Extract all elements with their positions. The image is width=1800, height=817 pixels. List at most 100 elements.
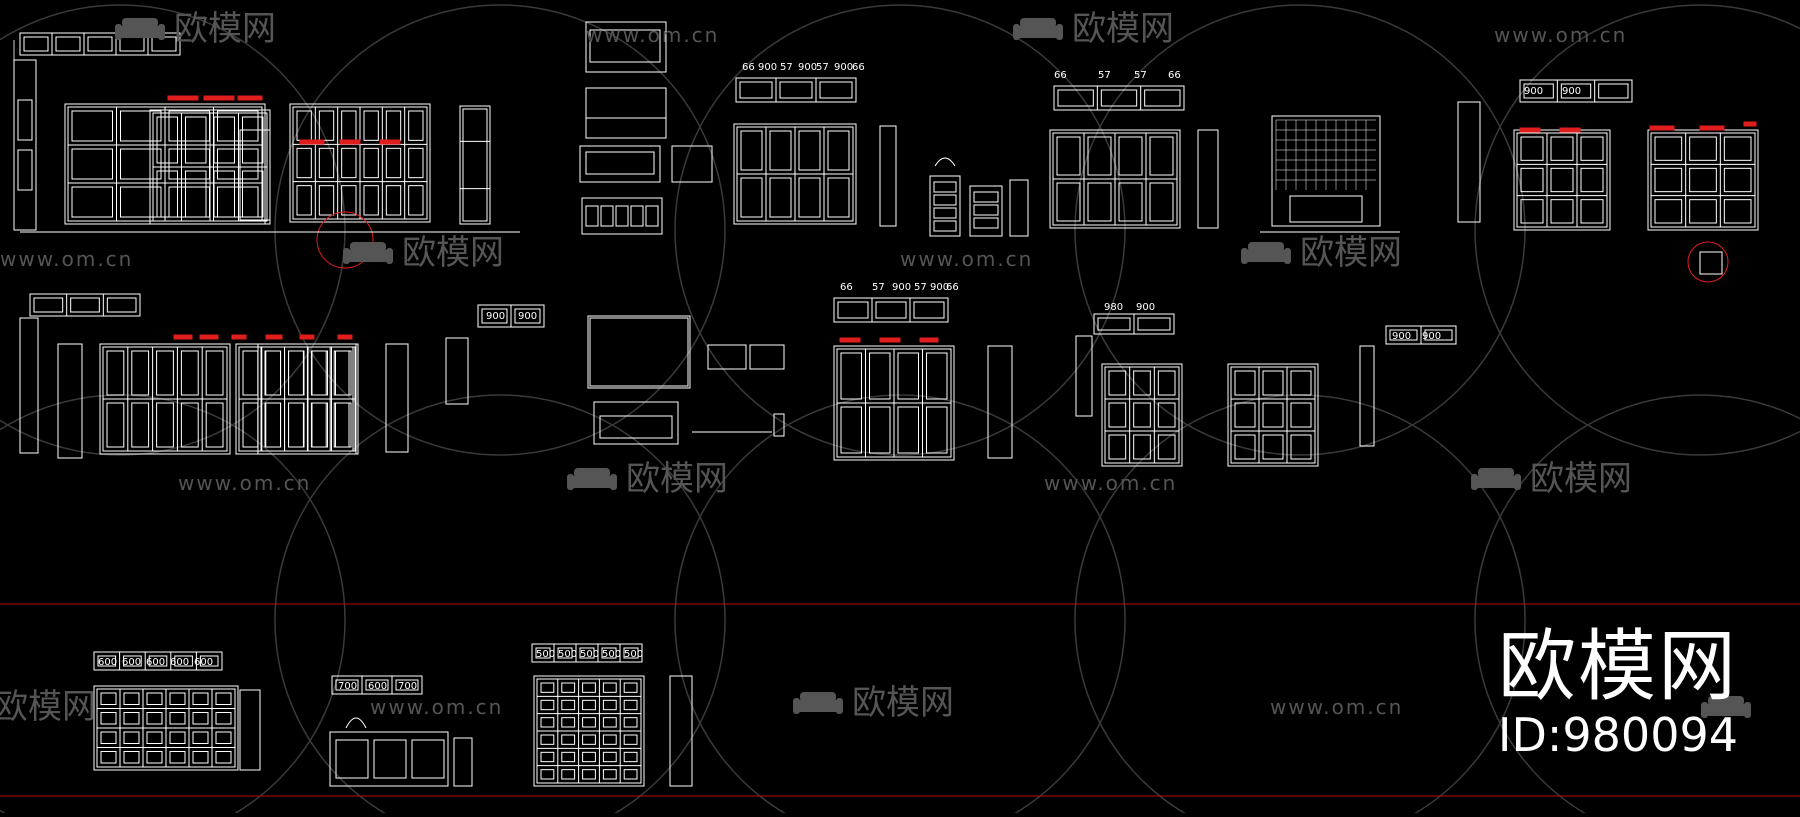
plan-row2-mid <box>833 297 949 323</box>
dimension-label: 900 <box>892 282 911 293</box>
cabinet-door-panel <box>582 734 596 745</box>
cabinet-door-panel <box>71 110 113 142</box>
watermark-url-text: www.om.cn <box>1044 471 1177 495</box>
cabinet-door-panel <box>1520 199 1544 224</box>
cabinet-door-panel <box>131 402 150 448</box>
sofa-arm-right <box>610 474 617 490</box>
cabinet-door-panel <box>106 402 125 448</box>
red-highlight <box>1559 127 1581 133</box>
sofa-seat <box>346 250 390 262</box>
shoe-cabinet-elevation <box>585 87 667 139</box>
cabinet-inner-frame <box>1230 366 1316 464</box>
plan-box-inner <box>1523 83 1554 99</box>
side-view <box>459 105 491 225</box>
sofa-arm-left <box>1471 474 1478 490</box>
sofa-back <box>1020 18 1056 28</box>
cabinet-door-panel <box>1723 167 1752 193</box>
cabinet-door-panel <box>217 110 259 142</box>
sofa-back <box>350 242 386 252</box>
red-highlight <box>379 139 401 145</box>
dimension-label: 980 <box>1104 302 1123 313</box>
red-highlight <box>1519 127 1541 133</box>
cabinet-door-panel <box>1723 136 1752 161</box>
plan-box-inner <box>148 655 168 667</box>
plan-box-inner <box>601 647 617 659</box>
plan-left-box <box>17 149 33 191</box>
cabinet-door-panel <box>333 402 350 448</box>
plan-bottom-b <box>331 675 423 695</box>
watermark-brand-text: 欧模网 <box>1072 9 1174 49</box>
dimension-label: 700 <box>338 681 357 692</box>
cabinet-door-panel <box>192 751 209 764</box>
plan-row2-l-side <box>445 337 469 405</box>
dimension-label: 66 <box>1054 70 1067 81</box>
red-highlight <box>1699 125 1725 131</box>
drawer <box>933 207 957 219</box>
watermark-url-text: www.om.cn <box>1494 23 1627 47</box>
cabinet-door-panel <box>582 699 596 711</box>
cabinet-door-panel <box>318 185 335 216</box>
bookshelf-bottom-c <box>533 675 645 787</box>
wardrobe-elevation-4 <box>1647 129 1759 231</box>
cabinet-door-panel <box>623 699 638 711</box>
cabinet-door-panel <box>798 130 821 171</box>
cabinet-door-panel <box>623 734 638 745</box>
sofa-logo-icon <box>793 692 843 714</box>
cabinet-inner-frame <box>1516 132 1608 228</box>
cabinet-door-panel <box>288 350 305 396</box>
cabinet-inner-frame <box>1650 132 1756 228</box>
cabinet-door-panel <box>540 769 555 780</box>
cabinet-door-panel <box>561 769 576 780</box>
wardrobe-row2-mid <box>833 345 955 461</box>
dimension-label: 500 <box>602 649 621 660</box>
cabinet-door-panel <box>840 352 862 400</box>
bookcase-plan <box>1053 85 1185 111</box>
cabinet-door-panel <box>192 692 209 705</box>
cabinet-door-panel <box>926 406 948 454</box>
cabinet-door-panel <box>123 692 140 705</box>
plan-box-inner <box>579 647 595 659</box>
plan-bottom-c <box>531 643 643 663</box>
watermark-url-text: www.om.cn <box>900 247 1033 271</box>
side-view-inner <box>462 108 488 222</box>
cabinet-door-panel <box>242 116 264 164</box>
sofa-seat <box>1474 476 1518 488</box>
cabinet-door-panel <box>561 751 576 763</box>
detail-callout-circle <box>316 211 374 269</box>
dimension-label: 900 <box>1524 86 1543 97</box>
cabinet-door-panel <box>1580 199 1604 224</box>
dimension-label: 500 <box>558 649 577 660</box>
plan-box-inner <box>335 679 359 691</box>
watermark-brand-text: 欧模网 <box>852 683 954 723</box>
cabinet-door-panel <box>296 185 312 216</box>
sofa-back <box>1478 468 1514 478</box>
plan-box-inner <box>557 647 573 659</box>
tv-cabinet-door <box>335 739 369 779</box>
dimension-label: 900 <box>930 282 949 293</box>
cabinet-door-panel <box>123 712 140 725</box>
cabinet-door-panel <box>311 402 328 448</box>
tv-cabinet <box>1289 195 1363 223</box>
shoe-cabinet-front <box>579 145 661 183</box>
drawer <box>973 191 999 203</box>
cabinet-door-panel <box>1108 402 1127 428</box>
red-highlight <box>839 337 861 343</box>
dimension-label: 57 <box>872 282 885 293</box>
cabinet-door-panel <box>561 734 576 745</box>
sofa-arm-right <box>836 698 843 714</box>
drawer <box>933 194 957 206</box>
plan-row2-right-side <box>1075 335 1093 417</box>
cabinet-door-panel <box>100 712 117 725</box>
cabinet-door-panel <box>623 717 638 728</box>
sofa-arm-right <box>1744 702 1751 718</box>
plan-box-inner <box>1100 89 1138 107</box>
vase-icon-2 <box>345 717 367 729</box>
cabinet-door-panel <box>1654 136 1683 161</box>
sofa-logo-icon <box>115 18 165 40</box>
plan-box-inner <box>70 297 100 313</box>
sofa-back <box>800 692 836 702</box>
bed-side-end <box>773 413 785 437</box>
bed-drawer <box>599 415 673 439</box>
sofa-logo-icon <box>1241 242 1291 264</box>
plan-bottom-a <box>93 651 223 671</box>
